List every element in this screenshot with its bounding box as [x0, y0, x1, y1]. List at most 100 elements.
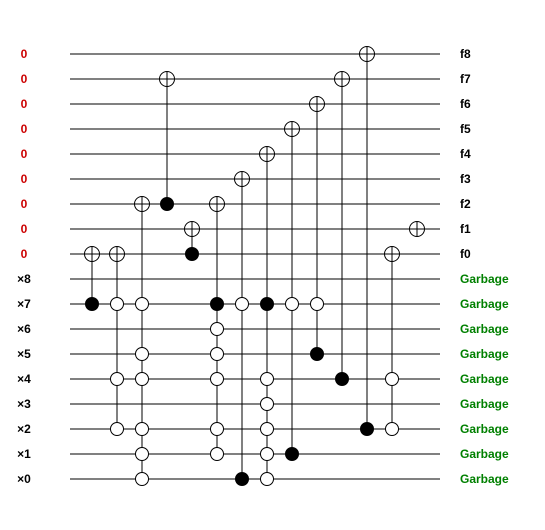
- xor-target-icon: [184, 221, 200, 237]
- input-variable-label: ×0: [17, 472, 31, 486]
- control-dot-open: [135, 297, 149, 311]
- xor-target-icon: [209, 196, 225, 212]
- input-variable-label: ×8: [17, 272, 31, 286]
- control-dot-open: [285, 297, 299, 311]
- toffoli-gate: [84, 246, 100, 311]
- input-constant-label: 0: [21, 172, 28, 186]
- control-dot-open: [260, 422, 274, 436]
- input-constant-label: 0: [21, 147, 28, 161]
- control-dot-open: [135, 472, 149, 486]
- xor-target-icon: [384, 246, 400, 262]
- xor-target-icon: [334, 71, 350, 87]
- control-dot-open: [260, 447, 274, 461]
- wire-layer: [70, 53, 440, 480]
- garbage-output-label: Garbage: [460, 322, 509, 336]
- control-dot-filled: [235, 472, 249, 486]
- input-constant-label: 0: [21, 197, 28, 211]
- control-dot-filled: [85, 297, 99, 311]
- control-dot-filled: [185, 247, 199, 261]
- toffoli-gate: [259, 146, 275, 486]
- control-dot-open: [260, 397, 274, 411]
- garbage-output-label: Garbage: [460, 397, 509, 411]
- garbage-output-label: Garbage: [460, 472, 509, 486]
- control-dot-open: [210, 347, 224, 361]
- function-output-label: f3: [460, 172, 471, 186]
- function-output-label: f1: [460, 222, 471, 236]
- control-dot-open: [310, 297, 324, 311]
- control-dot-filled: [335, 372, 349, 386]
- control-dot-open: [210, 447, 224, 461]
- input-constant-label: 0: [21, 122, 28, 136]
- control-dot-open: [110, 297, 124, 311]
- input-variable-label: ×1: [17, 447, 31, 461]
- xor-target-icon: [259, 146, 275, 162]
- control-dot-open: [260, 472, 274, 486]
- control-dot-filled: [285, 447, 299, 461]
- toffoli-gate: [384, 246, 400, 436]
- xor-target-icon: [159, 71, 175, 87]
- input-constant-label: 0: [21, 247, 28, 261]
- function-output-label: f6: [460, 97, 471, 111]
- xor-target-icon: [284, 121, 300, 137]
- control-dot-open: [260, 372, 274, 386]
- control-dot-open: [385, 422, 399, 436]
- toffoli-gate: [109, 246, 125, 436]
- function-output-label: f7: [460, 72, 471, 86]
- toffoli-gate: [234, 171, 250, 486]
- input-variable-label: ×5: [17, 347, 31, 361]
- control-dot-filled: [360, 422, 374, 436]
- garbage-output-label: Garbage: [460, 372, 509, 386]
- xor-target-icon: [309, 96, 325, 112]
- control-dot-filled: [310, 347, 324, 361]
- control-dot-filled: [160, 197, 174, 211]
- control-dot-filled: [260, 297, 274, 311]
- input-variable-label: ×2: [17, 422, 31, 436]
- toffoli-gate: [159, 71, 175, 211]
- toffoli-gate: [334, 71, 350, 386]
- input-variable-label: ×7: [17, 297, 31, 311]
- xor-target-icon: [409, 221, 425, 237]
- control-dot-open: [210, 322, 224, 336]
- input-variable-label: ×4: [17, 372, 31, 386]
- control-dot-open: [110, 372, 124, 386]
- garbage-output-label: Garbage: [460, 297, 509, 311]
- toffoli-gate: [409, 221, 425, 237]
- input-constant-label: 0: [21, 47, 28, 61]
- control-dot-open: [135, 347, 149, 361]
- function-output-label: f0: [460, 247, 471, 261]
- gate-layer: [84, 46, 425, 486]
- toffoli-gate: [309, 96, 325, 361]
- function-output-label: f4: [460, 147, 471, 161]
- garbage-output-label: Garbage: [460, 422, 509, 436]
- garbage-output-label: Garbage: [460, 347, 509, 361]
- input-constant-label: 0: [21, 222, 28, 236]
- control-dot-open: [135, 422, 149, 436]
- xor-target-icon: [84, 246, 100, 262]
- garbage-output-label: Garbage: [460, 272, 509, 286]
- control-dot-open: [210, 372, 224, 386]
- control-dot-filled: [210, 297, 224, 311]
- control-dot-open: [110, 422, 124, 436]
- input-variable-label: ×3: [17, 397, 31, 411]
- xor-target-icon: [109, 246, 125, 262]
- input-constant-label: 0: [21, 72, 28, 86]
- toffoli-gate: [284, 121, 300, 461]
- control-dot-open: [235, 297, 249, 311]
- toffoli-gate: [209, 196, 225, 461]
- function-output-label: f5: [460, 122, 471, 136]
- function-output-label: f8: [460, 47, 471, 61]
- garbage-output-label: Garbage: [460, 447, 509, 461]
- xor-target-icon: [134, 196, 150, 212]
- function-output-label: f2: [460, 197, 471, 211]
- xor-target-icon: [359, 46, 375, 62]
- control-dot-open: [210, 422, 224, 436]
- toffoli-gate: [134, 196, 150, 486]
- toffoli-gate: [184, 221, 200, 261]
- toffoli-gate: [359, 46, 375, 436]
- input-variable-label: ×6: [17, 322, 31, 336]
- control-dot-open: [385, 372, 399, 386]
- input-constant-label: 0: [21, 97, 28, 111]
- xor-target-icon: [234, 171, 250, 187]
- control-dot-open: [135, 447, 149, 461]
